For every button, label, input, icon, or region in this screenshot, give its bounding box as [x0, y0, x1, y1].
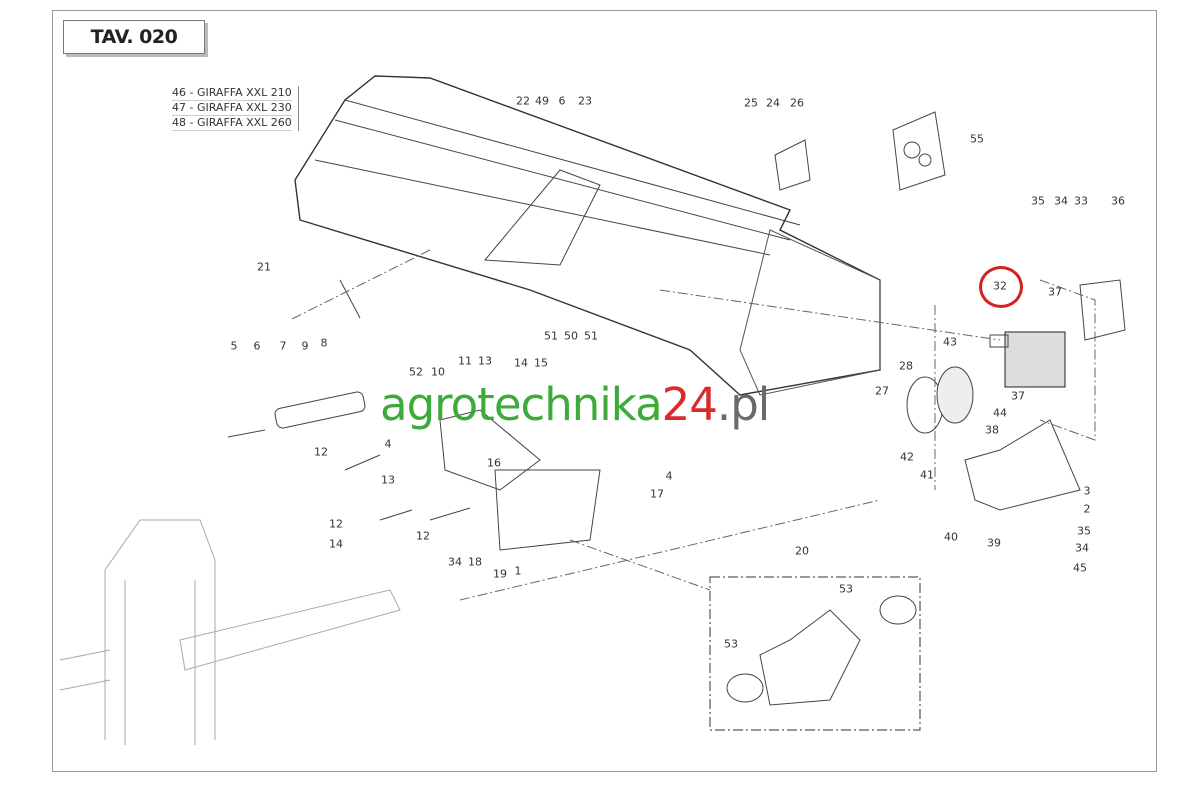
callout-label[interactable]: 35 — [1031, 194, 1045, 208]
highlight-circle — [979, 266, 1023, 308]
watermark-text: .pl — [716, 378, 770, 431]
callout-label[interactable]: 45 — [1073, 561, 1087, 575]
callout-label[interactable]: 52 — [409, 365, 423, 379]
callout-label[interactable]: 35 — [1077, 524, 1091, 538]
callout-label[interactable]: 55 — [970, 132, 984, 146]
hydraulic-cylinder-7 — [227, 391, 366, 438]
callout-label[interactable]: 37 — [1048, 285, 1062, 299]
callout-label[interactable]: 33 — [1074, 194, 1088, 208]
seal-kit-55 — [892, 111, 946, 191]
callout-label[interactable]: 51 — [544, 329, 558, 343]
callout-label[interactable]: 6 — [558, 94, 566, 108]
callout-label[interactable]: 8 — [320, 336, 328, 350]
callout-label[interactable]: 20 — [795, 544, 809, 558]
watermark-text: agrotechnika — [380, 378, 663, 431]
callout-label[interactable]: 53 — [724, 637, 738, 651]
callout-label[interactable]: 51 — [584, 329, 598, 343]
gearbox-32 — [989, 331, 1066, 388]
callout-label[interactable]: 12 — [314, 445, 328, 459]
callout-label[interactable]: 27 — [875, 384, 889, 398]
diagram-frame — [52, 10, 1157, 772]
callout-label[interactable]: 1 — [514, 564, 522, 578]
tractor-arm — [59, 519, 401, 745]
callout-label[interactable]: 17 — [650, 487, 664, 501]
table-title: TAV. 020 — [63, 20, 205, 54]
callout-label[interactable]: 34 — [448, 555, 462, 569]
callout-label[interactable]: 23 — [578, 94, 592, 108]
callout-label[interactable]: 40 — [944, 530, 958, 544]
callout-label[interactable]: 42 — [900, 450, 914, 464]
model-item: 48 - GIRAFFA XXL 260 — [172, 116, 292, 131]
callout-label[interactable]: 39 — [987, 536, 1001, 550]
callout-label-highlighted[interactable]: 32 — [993, 279, 1007, 293]
callout-label[interactable]: 2 — [1083, 502, 1091, 516]
callout-label[interactable]: 13 — [478, 354, 492, 368]
pins — [339, 279, 471, 521]
callout-label[interactable]: 24 — [766, 96, 780, 110]
callout-label[interactable]: 14 — [329, 537, 343, 551]
callout-label[interactable]: 41 — [920, 468, 934, 482]
model-item: 47 - GIRAFFA XXL 230 — [172, 101, 292, 116]
watermark-text: 24 — [661, 378, 718, 431]
callout-label[interactable]: 50 — [564, 329, 578, 343]
callout-label[interactable]: 37 — [1011, 389, 1025, 403]
callout-label[interactable]: 26 — [790, 96, 804, 110]
callout-label[interactable]: 49 — [535, 94, 549, 108]
support-39 — [964, 419, 1081, 511]
callout-label[interactable]: 12 — [416, 529, 430, 543]
callout-label[interactable]: 34 — [1054, 194, 1068, 208]
callout-label[interactable]: 36 — [1111, 194, 1125, 208]
callout-label[interactable]: 5 — [230, 339, 238, 353]
callout-label[interactable]: 12 — [329, 517, 343, 531]
callout-label[interactable]: 44 — [993, 406, 1007, 420]
callout-label[interactable]: 4 — [665, 469, 673, 483]
callout-label[interactable]: 11 — [458, 354, 472, 368]
pulley-43 — [906, 366, 974, 434]
callout-label[interactable]: 25 — [744, 96, 758, 110]
callout-label[interactable]: 19 — [493, 567, 507, 581]
detail-box-20 — [709, 576, 921, 731]
callout-label[interactable]: 14 — [514, 356, 528, 370]
callout-label[interactable]: 22 — [516, 94, 530, 108]
callout-label[interactable]: 18 — [468, 555, 482, 569]
callout-label[interactable]: 9 — [301, 339, 309, 353]
callout-label[interactable]: 38 — [985, 423, 999, 437]
callout-label[interactable]: 4 — [384, 437, 392, 451]
callout-label[interactable]: 3 — [1083, 484, 1091, 498]
callout-label[interactable]: 53 — [839, 582, 853, 596]
callout-label[interactable]: 34 — [1075, 541, 1089, 555]
rotor-housing — [294, 75, 881, 396]
model-item: 46 - GIRAFFA XXL 210 — [172, 86, 292, 101]
model-list: 46 - GIRAFFA XXL 210 47 - GIRAFFA XXL 23… — [172, 86, 299, 131]
callout-label[interactable]: 28 — [899, 359, 913, 373]
construction-lines — [289, 249, 1096, 601]
callout-label[interactable]: 43 — [943, 335, 957, 349]
callout-label[interactable]: 21 — [257, 260, 271, 274]
callout-label[interactable]: 10 — [431, 365, 445, 379]
callout-label[interactable]: 15 — [534, 356, 548, 370]
callout-label[interactable]: 16 — [487, 456, 501, 470]
callout-label[interactable]: 7 — [279, 339, 287, 353]
arm-16 — [439, 409, 601, 551]
bracket-36 — [1079, 279, 1126, 341]
watermark: agrotechnika24.pl — [380, 382, 770, 427]
bracket-26 — [774, 139, 811, 191]
callout-label[interactable]: 13 — [381, 473, 395, 487]
callout-label[interactable]: 6 — [253, 339, 261, 353]
detail-bracket — [726, 595, 917, 706]
